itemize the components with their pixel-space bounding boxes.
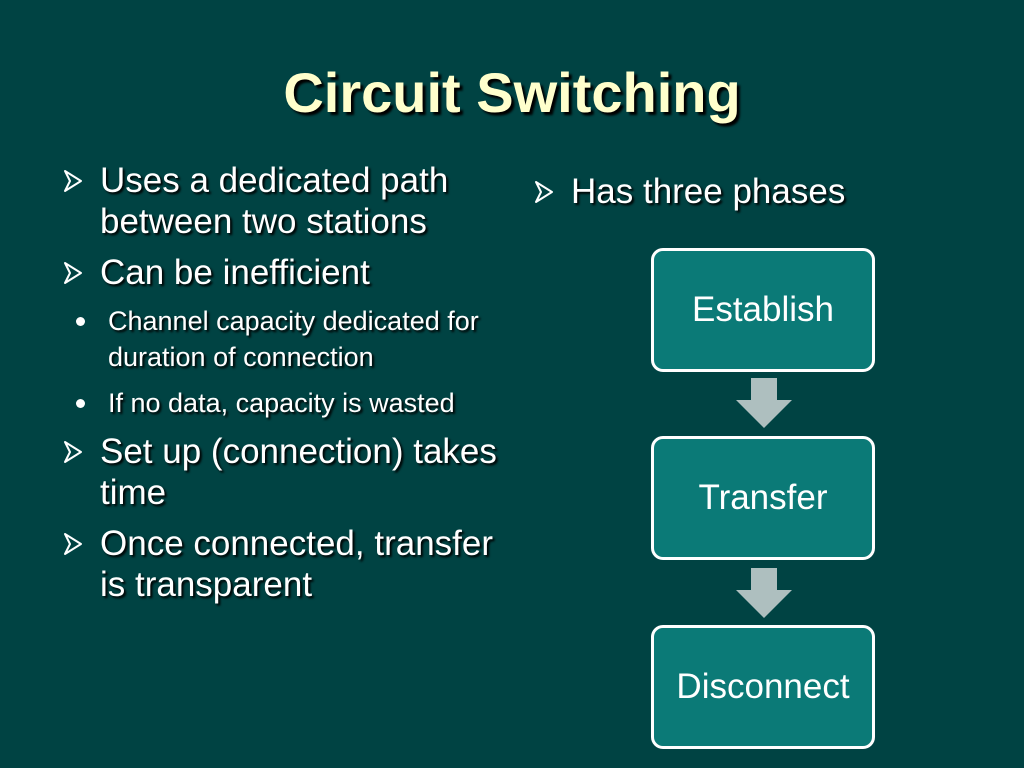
sub-bullet-text: If no data, capacity is wasted xyxy=(108,388,455,418)
sub-bullet-item: If no data, capacity is wasted xyxy=(24,385,512,421)
bullet-text: Once connected, transfer is transparent xyxy=(100,524,493,604)
bullet-item: Once connected, transfer is transparent xyxy=(62,523,512,605)
phase-transfer-box: Transfer xyxy=(651,436,875,560)
bullet-arrow-icon xyxy=(64,262,82,284)
bullet-item: Uses a dedicated path between two statio… xyxy=(62,160,512,242)
slide-title: Circuit Switching xyxy=(283,61,741,124)
sub-bullet-text: Channel capacity dedicated for duration … xyxy=(108,306,479,372)
phases-heading-text: Has three phases xyxy=(571,172,846,211)
bullet-text: Uses a dedicated path between two statio… xyxy=(100,161,449,241)
bullet-dot-icon xyxy=(76,399,85,408)
phase-disconnect-box: Disconnect xyxy=(651,625,875,749)
bullet-dot-icon xyxy=(76,317,85,326)
bullet-item: Can be inefficient xyxy=(62,252,512,293)
sub-bullet-item: Channel capacity dedicated for duration … xyxy=(24,303,512,375)
bullet-arrow-icon xyxy=(64,533,82,555)
bullet-arrow-icon xyxy=(64,170,82,192)
bullet-item: Set up (connection) takes time xyxy=(62,431,512,513)
left-bullet-list: Uses a dedicated path between two statio… xyxy=(62,160,512,615)
bullet-arrow-icon xyxy=(535,181,553,203)
phases-heading: Has three phases xyxy=(533,171,845,212)
down-arrow-icon xyxy=(736,378,792,428)
bullet-arrow-icon xyxy=(64,441,82,463)
bullet-text: Can be inefficient xyxy=(100,253,370,292)
bullet-text: Set up (connection) takes time xyxy=(100,432,497,512)
phase-establish-box: Establish xyxy=(651,248,875,372)
down-arrow-icon xyxy=(736,568,792,618)
